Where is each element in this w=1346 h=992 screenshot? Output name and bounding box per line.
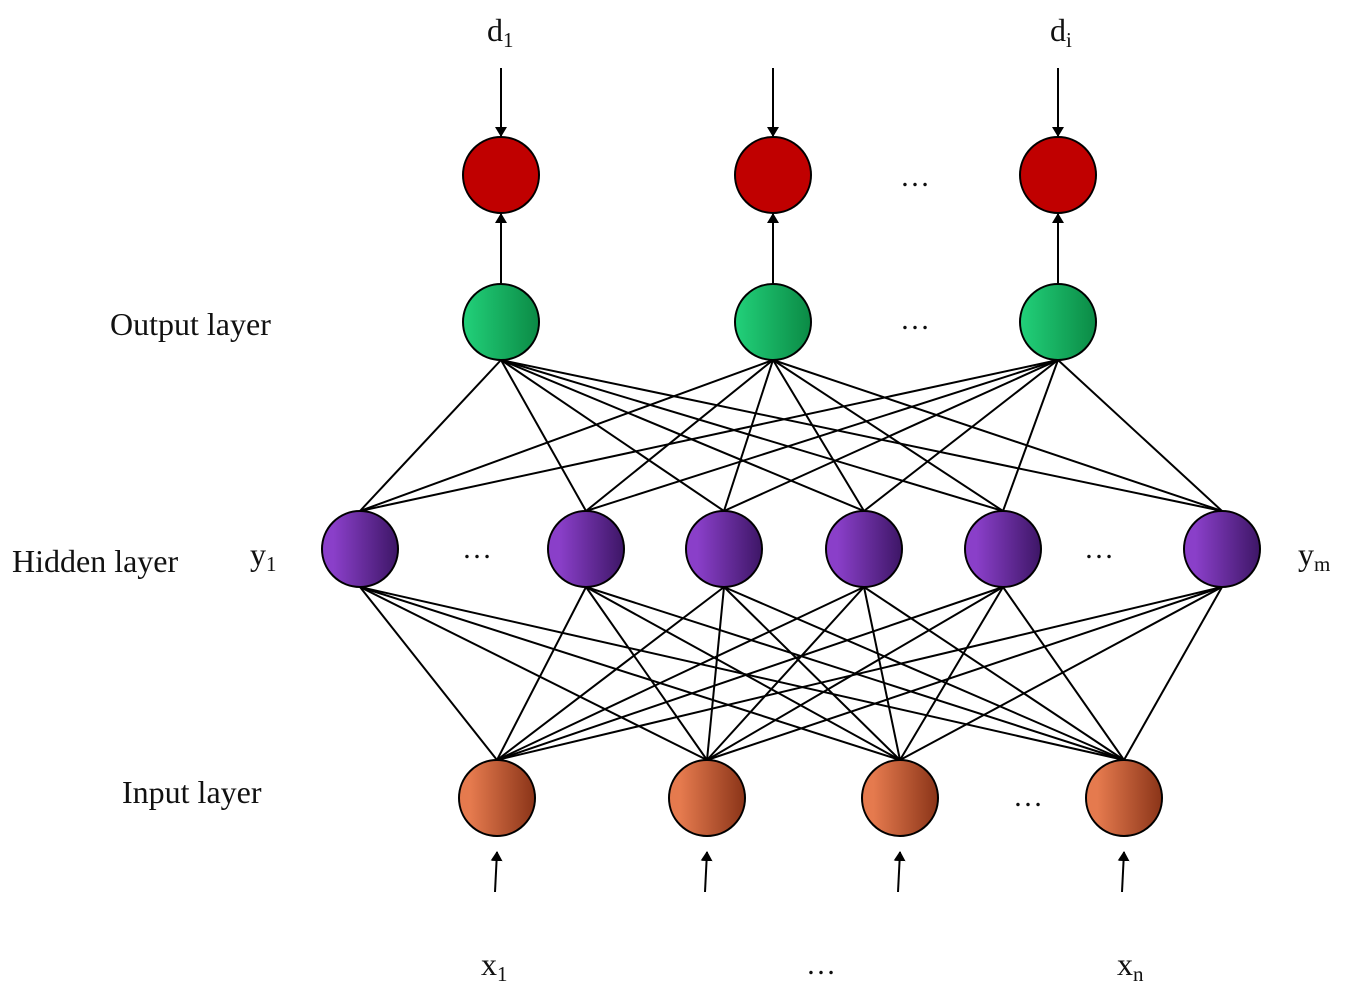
- output-node-1: [462, 283, 540, 361]
- hidden-ellipsis-right: …: [1084, 532, 1115, 565]
- edge-output-2-hidden-4: [772, 359, 865, 512]
- edge-hidden-2-input-3: [585, 586, 901, 761]
- target-di-symbol: di: [1050, 12, 1072, 52]
- edge-output-1-hidden-3: [500, 359, 725, 512]
- hidden-node-3: [685, 510, 763, 588]
- edge-hidden-3-input-2: [706, 586, 725, 761]
- hidden-layer-label: Hidden layer: [12, 543, 179, 579]
- output-ellipsis: …: [900, 303, 931, 336]
- edge-hidden-2-input-1: [496, 586, 587, 761]
- edge-hidden-5-input-4: [1002, 586, 1125, 761]
- edge-output-1-hidden-2: [500, 359, 587, 512]
- input-x1-symbol: x1: [481, 946, 508, 986]
- edge-hidden-1-input-1: [359, 586, 498, 761]
- edge-hidden-6-input-2: [706, 586, 1223, 761]
- edge-output-2-hidden-2: [585, 359, 774, 512]
- input-ellipsis: …: [1013, 780, 1044, 813]
- edge-hidden-3-input-3: [723, 586, 901, 761]
- hidden-node-6: [1183, 510, 1261, 588]
- edge-hidden-3-input-1: [496, 586, 725, 761]
- hidden-ellipsis-left: …: [462, 532, 493, 565]
- edge-hidden-4-input-2: [706, 586, 865, 761]
- input-node-2: [668, 759, 746, 837]
- edge-hidden-5-input-2: [706, 586, 1004, 761]
- edge-hidden-6-input-1: [496, 586, 1223, 761]
- edge-output-3-hidden-2: [585, 359, 1059, 512]
- target-d1-symbol: d1: [487, 12, 514, 52]
- input-node-1: [458, 759, 536, 837]
- hidden-ym-symbol: ym: [1298, 536, 1331, 576]
- edge-hidden-1-input-2: [359, 586, 708, 761]
- arrow-input-3: [893, 851, 906, 893]
- output-layer-label: Output layer: [110, 306, 271, 342]
- target-node-3: [1019, 136, 1097, 214]
- hidden-node-1: [321, 510, 399, 588]
- arrow-input-4: [1117, 851, 1130, 893]
- input-node-3: [861, 759, 939, 837]
- signal-arrows: [490, 68, 1130, 893]
- target-node-1: [462, 136, 540, 214]
- edge-output-1-hidden-5: [500, 359, 1004, 512]
- edge-output-2-hidden-6: [772, 359, 1223, 512]
- x-ellipsis: …: [806, 948, 837, 981]
- hidden-node-2: [547, 510, 625, 588]
- target-node-2: [734, 136, 812, 214]
- output-node-2: [734, 283, 812, 361]
- edge-hidden-6-input-3: [899, 586, 1223, 761]
- arrow-input-2: [700, 851, 713, 893]
- edge-hidden-2-input-2: [585, 586, 708, 761]
- neuron-nodes: [321, 136, 1261, 837]
- edge-hidden-4-input-3: [863, 586, 901, 761]
- edge-hidden-4-input-1: [496, 586, 865, 761]
- output-node-3: [1019, 283, 1097, 361]
- edge-output-3-hidden-4: [863, 359, 1059, 512]
- edge-output-3-hidden-6: [1057, 359, 1223, 512]
- edge-output-2-hidden-1: [359, 359, 774, 512]
- edge-output-1-hidden-6: [500, 359, 1223, 512]
- edge-hidden-5-input-1: [496, 586, 1004, 761]
- edge-hidden-3-input-4: [723, 586, 1125, 761]
- edge-output-3-hidden-1: [359, 359, 1059, 512]
- edge-output-1-hidden-1: [359, 359, 502, 512]
- hidden-y1-symbol: y1: [250, 536, 277, 576]
- connection-edges: [359, 359, 1223, 761]
- edge-hidden-6-input-4: [1123, 586, 1223, 761]
- edge-output-3-hidden-5: [1002, 359, 1059, 512]
- edge-hidden-1-input-3: [359, 586, 901, 761]
- edge-hidden-5-input-3: [899, 586, 1004, 761]
- edge-output-3-hidden-3: [723, 359, 1059, 512]
- edge-output-2-hidden-3: [723, 359, 774, 512]
- target-ellipsis: …: [900, 160, 931, 193]
- edge-output-2-hidden-5: [772, 359, 1004, 512]
- arrow-input-1: [490, 851, 503, 893]
- hidden-node-4: [825, 510, 903, 588]
- input-node-4: [1085, 759, 1163, 837]
- input-xn-symbol: xn: [1117, 946, 1144, 986]
- input-layer-label: Input layer: [122, 774, 262, 810]
- edge-output-1-hidden-4: [500, 359, 865, 512]
- edge-hidden-4-input-4: [863, 586, 1125, 761]
- hidden-node-5: [964, 510, 1042, 588]
